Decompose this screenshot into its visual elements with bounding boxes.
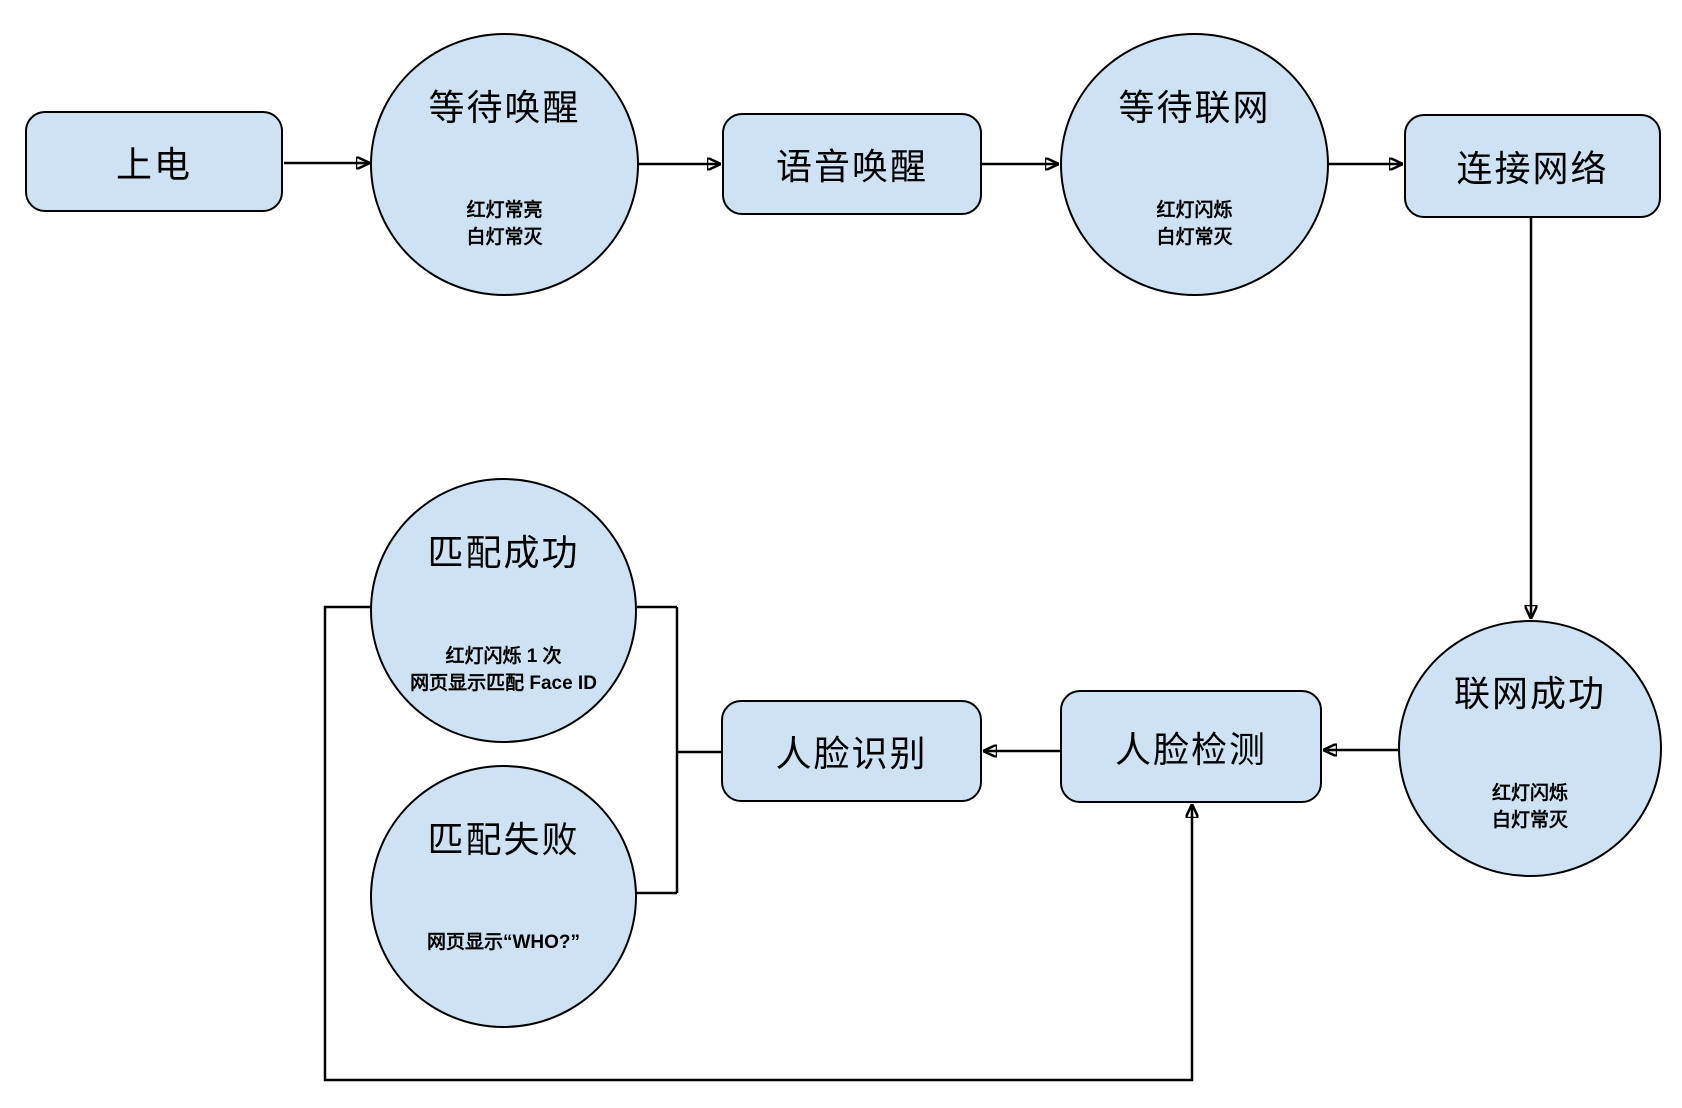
node-match-success: 匹配成功 红灯闪烁 1 次 网页显示匹配 Face ID [370, 478, 637, 743]
node-wait-network: 等待联网 红灯闪烁 白灯常灭 [1060, 33, 1329, 296]
node-face-detect-label: 人脸检测 [1114, 728, 1267, 770]
node-match-success-sublabel: 红灯闪烁 1 次 网页显示匹配 Face ID [410, 646, 597, 695]
node-match-fail-title: 匹配失败 [427, 819, 580, 861]
node-wait-wake: 等待唤醒 红灯常亮 白灯常灭 [370, 33, 639, 296]
node-face-detect: 人脸检测 [1060, 690, 1322, 803]
node-power-on-label: 上电 [115, 143, 192, 185]
node-network-success: 联网成功 红灯闪烁 白灯常灭 [1398, 620, 1662, 877]
node-wait-wake-title: 等待唤醒 [428, 87, 581, 129]
node-power-on: 上电 [25, 111, 283, 212]
node-match-fail-sublabel: 网页显示“WHO?” [426, 932, 581, 954]
node-voice-wake: 语音唤醒 [722, 113, 982, 215]
node-connect-network-label: 连接网络 [1456, 148, 1609, 189]
node-wait-network-title: 等待联网 [1118, 87, 1271, 129]
edge-face-recognize-to-match-results [637, 605, 721, 895]
node-connect-network: 连接网络 [1404, 114, 1661, 218]
node-wait-network-sublabel: 红灯闪烁 白灯常灭 [1156, 200, 1233, 248]
node-network-success-title: 联网成功 [1453, 673, 1606, 714]
node-wait-wake-sublabel: 红灯常亮 白灯常灭 [466, 200, 543, 248]
node-voice-wake-label: 语音唤醒 [775, 146, 928, 187]
node-face-recognize-label: 人脸识别 [775, 733, 928, 774]
node-face-recognize: 人脸识别 [721, 700, 982, 802]
node-network-success-sublabel: 红灯闪烁 白灯常灭 [1491, 783, 1568, 831]
node-match-fail: 匹配失败 网页显示“WHO?” [370, 765, 637, 1028]
node-match-success-title: 匹配成功 [427, 532, 580, 574]
